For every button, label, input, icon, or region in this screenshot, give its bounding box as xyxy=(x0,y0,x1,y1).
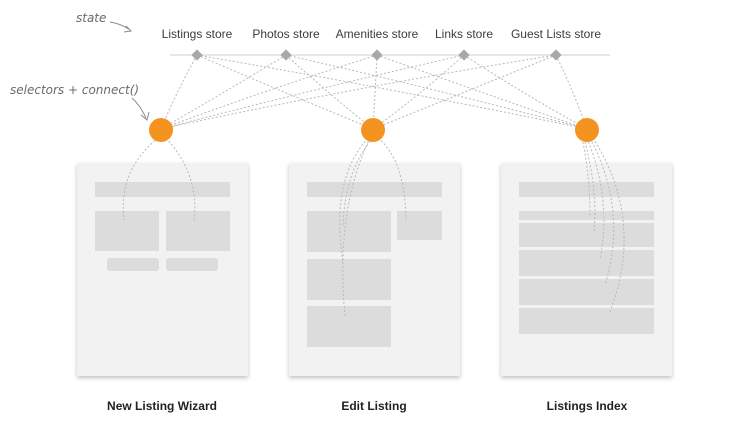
store-node-guest-lists xyxy=(550,49,562,61)
state-arrow xyxy=(109,21,131,31)
store-label-listings: Listings store xyxy=(162,27,233,41)
wizard-content xyxy=(95,182,230,271)
listings-index-content xyxy=(519,182,654,334)
store-label-guest-lists: Guest Lists store xyxy=(511,27,601,41)
store-node-amenities xyxy=(371,49,383,61)
store-label-amenities: Amenities store xyxy=(336,27,419,41)
store-label-photos: Photos store xyxy=(252,27,320,41)
page-label-new-listing-wizard: New Listing Wizard xyxy=(107,399,217,413)
store-label-links: Links store xyxy=(435,27,493,41)
page-label-edit-listing: Edit Listing xyxy=(341,399,406,413)
selectors-arrowhead xyxy=(140,111,150,121)
state-arrowhead xyxy=(123,25,133,33)
page-label-listings-index: Listings Index xyxy=(547,399,628,413)
selector-page-wires xyxy=(122,137,625,317)
store-selector-wires xyxy=(160,54,588,130)
store-node-photos xyxy=(280,49,292,61)
selector-node-index xyxy=(575,118,599,142)
selector-node-wizard xyxy=(149,118,173,142)
edit-listing-content xyxy=(307,182,442,347)
store-node-listings xyxy=(191,49,203,61)
page-card-new-listing-wizard xyxy=(77,163,248,376)
store-nodes xyxy=(191,49,562,61)
state-annotation: state xyxy=(76,11,106,25)
selectors-arrow xyxy=(131,97,147,119)
selectors-annotation: selectors + connect() xyxy=(10,83,139,97)
selector-nodes xyxy=(149,118,599,142)
store-node-links xyxy=(458,49,470,61)
selector-node-edit xyxy=(361,118,385,142)
